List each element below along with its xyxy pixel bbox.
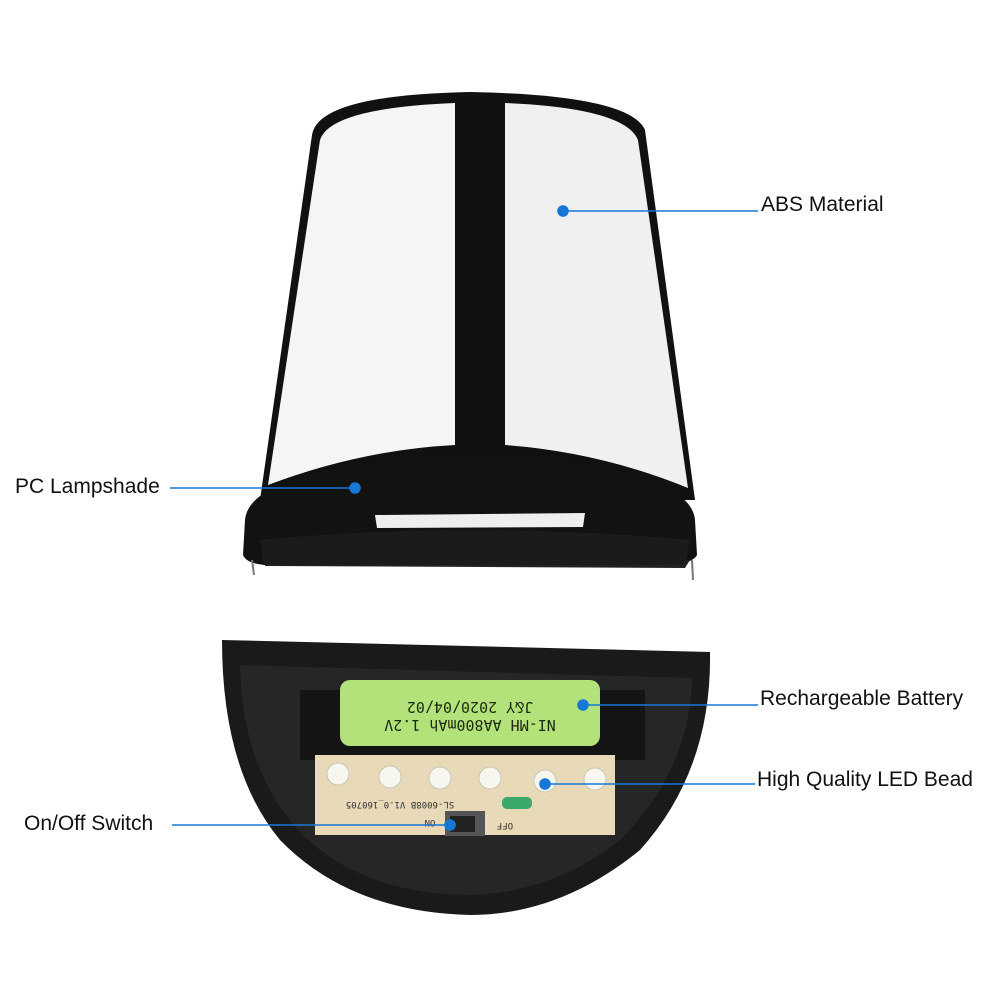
pcb-model: SL-6008B V1.0_160705 (346, 799, 454, 809)
lampshade (243, 92, 697, 581)
callout-rechargeable-battery: Rechargeable Battery (760, 687, 964, 710)
callout-abs-material: ABS Material (761, 193, 884, 216)
callout-dot-abs (557, 205, 569, 217)
base-unit: NI-MH AA800mAh 1.2V J&Y 2020/04/02 SL-60… (222, 640, 711, 915)
callout-dot-lampshade (349, 482, 361, 494)
callout-on-off-switch: On/Off Switch (24, 812, 154, 835)
callout-dot-switch (444, 819, 456, 831)
callout-lines (170, 205, 758, 831)
pcb-off: OFF (497, 820, 513, 830)
callout-dot-battery (577, 699, 589, 711)
pcb-on: ON (425, 817, 436, 827)
callout-led-bead: High Quality LED Bead (757, 768, 973, 791)
battery-date: J&Y 2020/04/02 (407, 698, 533, 716)
battery-text: NI-MH AA800mAh 1.2V (384, 716, 556, 734)
callout-dot-led (539, 778, 551, 790)
callout-pc-lampshade: PC Lampshade (15, 475, 160, 498)
battery (340, 680, 600, 746)
